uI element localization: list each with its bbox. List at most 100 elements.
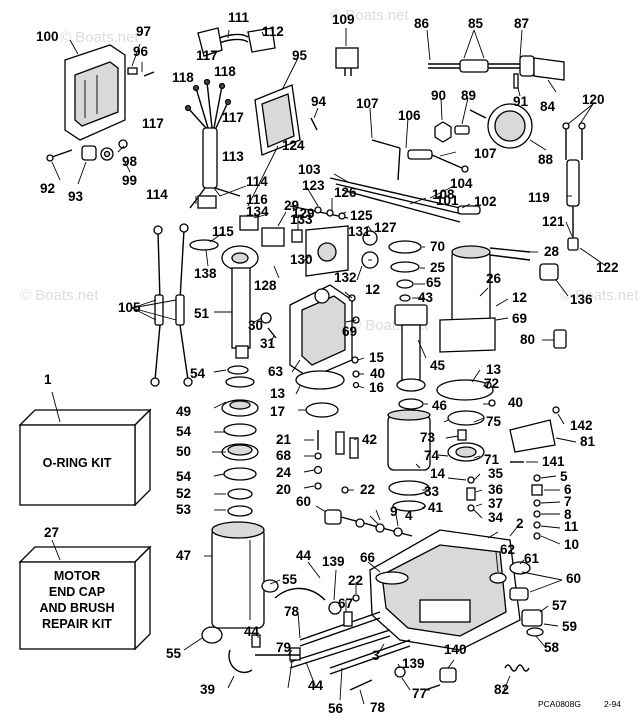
callout-number: 101 [436,193,459,208]
callout-number: 73 [420,430,436,445]
callout-number: 55 [282,572,298,587]
leader-lines [51,28,607,705]
callout-number: 120 [582,92,605,107]
callout-number: 142 [570,418,593,433]
callout-number: 84 [540,99,556,114]
callout-number: 114 [246,174,268,189]
callout-number: 80 [520,332,535,347]
callout-number: 113 [222,149,244,164]
callout-number: 134 [246,204,269,219]
callout-number: 92 [40,181,55,196]
callout-number: 140 [444,642,467,657]
callout-number: 99 [122,173,137,188]
callout-number: 43 [418,290,434,305]
callout-number: 67 [338,596,353,611]
callout-number: 47 [176,548,191,563]
callout-number: 42 [362,432,377,447]
pump-part [394,304,428,326]
date-code: 2-94 [604,699,621,709]
callout-number: 119 [528,190,550,205]
relay-part [335,47,359,69]
callout-number: 2 [516,516,524,531]
callout-number: 65 [426,275,442,290]
callout-number: 11 [564,519,579,534]
motor-kit-label: MOTOR [54,569,100,583]
callout-number: 69 [342,324,357,339]
o-ring-kit-label: O-RING KIT [43,456,112,470]
callout-number: 17 [270,404,285,419]
motor-kit-label: END CAP [49,585,105,599]
callout-number: 45 [430,358,446,373]
callout-number: 103 [298,162,321,177]
callout-number: 131 [348,224,371,239]
callout-number: 53 [176,502,192,517]
harness-part [202,127,218,189]
callout-number: 13 [270,386,286,401]
callout-number: 116 [246,192,268,207]
callout-number: 117 [222,110,244,125]
callout-number: 124 [282,138,305,153]
callout-number: 69 [512,311,527,326]
callout-number: 15 [369,350,385,365]
callout-number: 22 [348,573,363,588]
callout-number: 85 [468,16,484,31]
callout-number: 54 [176,469,192,484]
callout-number: 128 [254,278,277,293]
callout-number: 79 [276,640,291,655]
callout-number: 62 [500,542,515,557]
callout-number: 74 [424,448,440,463]
callout-number: 59 [562,619,577,634]
callout-number: 138 [194,266,217,281]
callout-number: 115 [212,224,234,239]
screw-part [127,67,138,75]
plug-part [533,57,565,81]
callout-number: 126 [334,185,357,200]
callout-number: 96 [133,44,149,59]
callout-number: 106 [398,108,421,123]
callout-number: 41 [428,500,444,515]
callout-number: 5 [560,469,568,484]
callout-number: 16 [369,380,385,395]
callout-number: 6 [564,482,572,497]
callout-number: 58 [544,640,560,655]
callout-number: 68 [276,448,292,463]
callout-number: 123 [302,178,325,193]
callout-number: 121 [542,214,565,229]
callout-number: 54 [190,366,206,381]
callout-number: 114 [146,187,168,202]
callout-number: 95 [292,48,308,63]
callout-number: 81 [580,434,596,449]
callout-number: 70 [430,239,445,254]
callout-number: 78 [284,604,300,619]
callout-number: 91 [513,94,529,109]
callout-number: 9 [390,504,398,519]
callout-number: 132 [334,270,357,285]
callout-number: 107 [356,96,379,111]
callout-number: 77 [412,686,427,701]
connector-part [197,195,217,209]
callout-number: 44 [296,548,312,563]
callout-number: 50 [176,444,191,459]
callout-number: 14 [430,466,446,481]
callout-number: 27 [44,525,59,540]
watermark-text: © Boats.net [20,287,99,304]
callout-number: 72 [484,376,499,391]
watermark-text: © Boats.net [560,287,639,304]
callout-number: 57 [552,598,567,613]
callout-number: 35 [488,466,504,481]
callout-number: 20 [276,482,291,497]
callout-number: 28 [544,244,560,259]
callout-number: 44 [244,624,260,639]
watermark-text: © Boats.net [60,29,139,46]
callout-number: 46 [432,398,448,413]
callout-number: 24 [276,465,292,480]
callout-number: 122 [596,260,619,275]
callout-number: 44 [308,678,324,693]
callout-number: 37 [488,496,503,511]
callout-number: 78 [370,700,386,715]
callout-number: 34 [488,510,504,525]
callout-number: 10 [564,537,579,552]
callout-number: 111 [228,10,250,25]
callout-number: 130 [290,252,313,267]
